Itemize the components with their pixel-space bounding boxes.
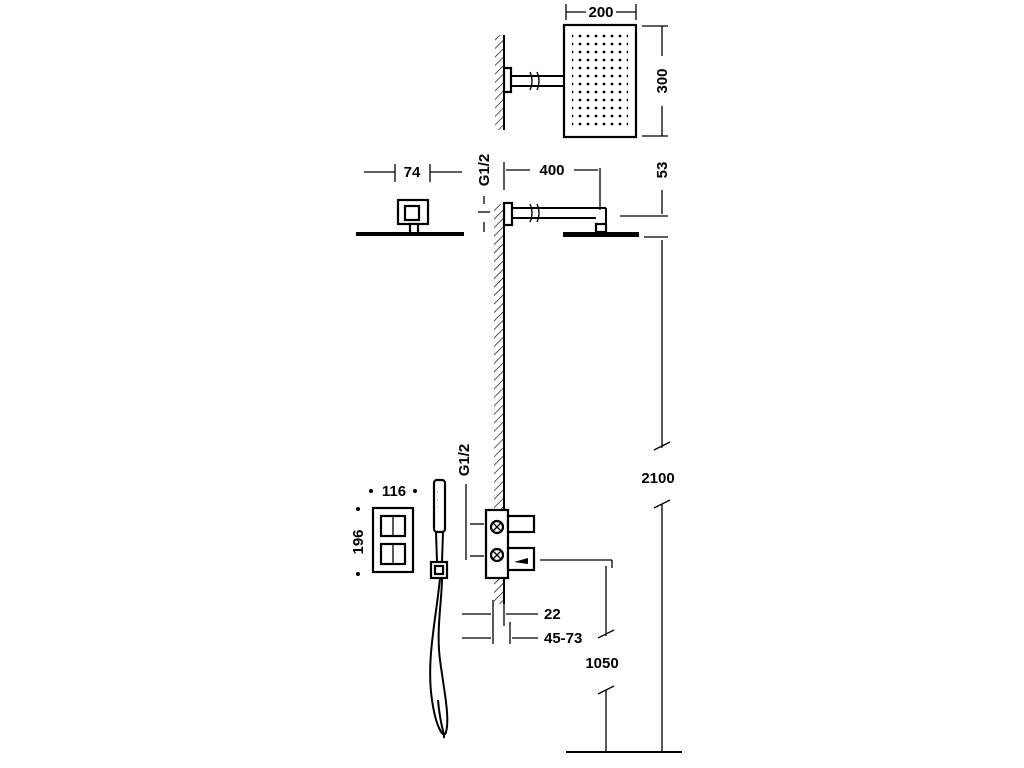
hand-shower-handle (435, 531, 444, 563)
hose (429, 577, 449, 736)
flange-detail-group: 74 (356, 164, 464, 236)
break-mark-arm (529, 203, 540, 223)
dim-arm-flange: 74 (404, 164, 421, 181)
valve-handle-upper (506, 514, 536, 534)
dim-inlet-top: G1/2 (476, 154, 493, 187)
dim-plate-height: 196 (350, 529, 367, 554)
valve-handle-lower (506, 546, 536, 572)
hand-shower-group (429, 478, 449, 739)
break-mark-top (529, 71, 540, 91)
shower-head-side (563, 232, 639, 237)
trim-plate-group: 116 196 (350, 483, 417, 576)
wall-offset-dimensions: 22 45-73 (462, 600, 582, 647)
dim-embed-depth: 45-73 (544, 630, 582, 647)
dim-head-depth: 300 (654, 68, 671, 93)
dim-wall-offset: 22 (544, 606, 561, 623)
arm-side-group: 400 53 (502, 162, 671, 238)
mixer-valve-group: G1/2 (456, 444, 613, 580)
arm-flange-top (502, 66, 513, 94)
total-height-dimension: 2100 (641, 240, 675, 752)
shower-head-side-view (356, 232, 464, 236)
dim-head-thickness: 53 (654, 162, 671, 179)
top-view-group: 200 300 (495, 4, 671, 139)
dim-arm-length: 400 (539, 162, 564, 179)
wall-section-main (494, 204, 504, 604)
wall-section-top (495, 35, 504, 130)
dim-total-height: 2100 (641, 470, 674, 487)
valve-spout (514, 558, 528, 564)
dim-plate-width: 116 (382, 483, 406, 500)
valve-height-dimension: 1050 (585, 566, 619, 752)
dim-inlet-valve: G1/2 (456, 444, 473, 477)
dim-head-width: 200 (588, 4, 613, 21)
arm-flange-side (502, 201, 514, 227)
dim-valve-height: 1050 (585, 655, 618, 672)
nozzle-pattern (572, 33, 628, 129)
flange-inner (403, 204, 421, 222)
